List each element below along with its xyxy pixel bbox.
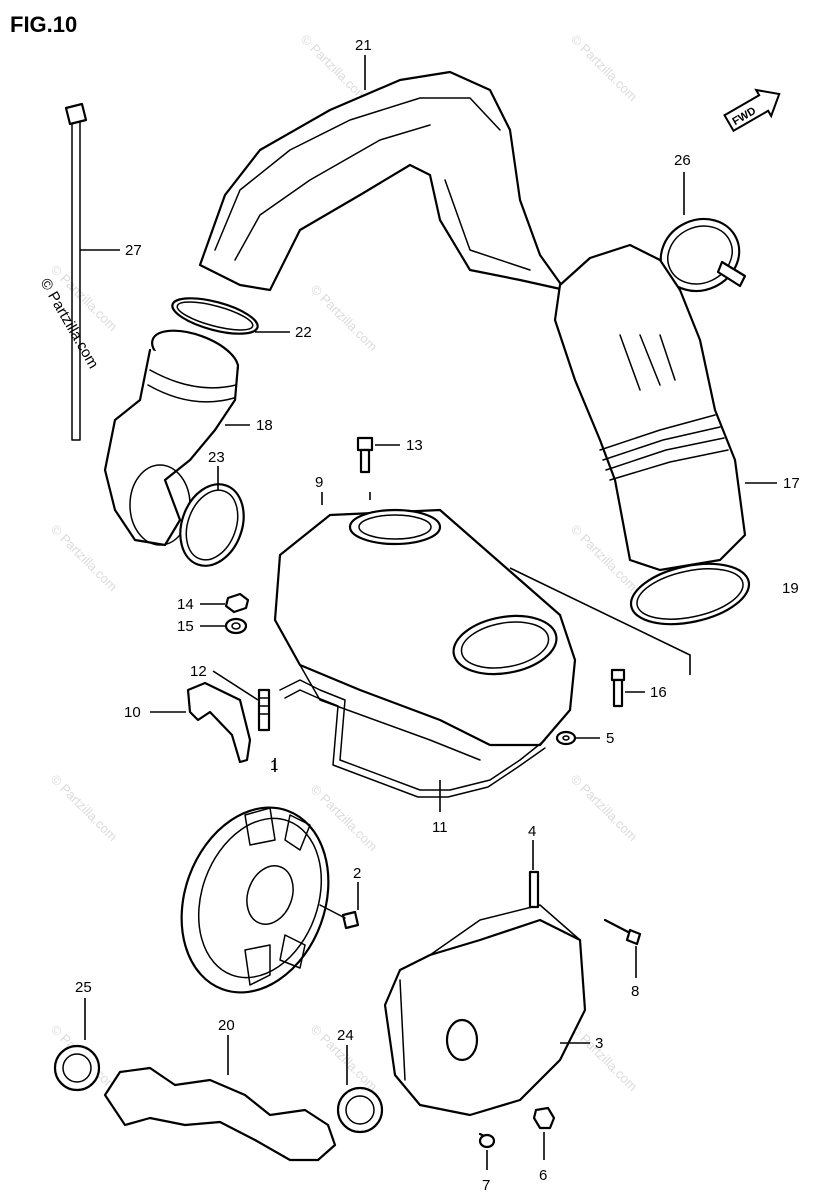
callout-13: 13 xyxy=(406,437,423,454)
bolt-part xyxy=(356,436,374,474)
watermark-text: © Partzilla.com xyxy=(308,282,381,355)
nut-part xyxy=(224,592,250,614)
callout-1: 1 xyxy=(270,757,278,774)
watermark-text: © Partzilla.com xyxy=(568,1022,641,1095)
right-hose-part xyxy=(553,243,747,572)
washer-part xyxy=(224,617,248,635)
bracket-part xyxy=(186,681,252,764)
clamp-ring-part xyxy=(629,562,751,626)
watermark-text: © Partzilla.com xyxy=(48,772,121,845)
stud-part xyxy=(257,688,271,732)
callout-15: 15 xyxy=(177,618,194,635)
watermark-text: © Partzilla.com xyxy=(568,772,641,845)
watermark-text: © Partzilla.com xyxy=(568,32,641,105)
callout-labels: 21 27 26 22 18 23 17 13 9 19 14 15 12 10… xyxy=(75,37,800,1194)
callout-26: 26 xyxy=(674,152,691,169)
callout-16: 16 xyxy=(650,684,667,701)
callout-25: 25 xyxy=(75,979,92,996)
callout-9: 9 xyxy=(315,474,323,491)
clamp-part xyxy=(53,1044,101,1092)
callout-6: 6 xyxy=(539,1167,547,1184)
callout-21: 21 xyxy=(355,37,372,54)
callout-7: 7 xyxy=(482,1177,490,1194)
callout-20: 20 xyxy=(218,1017,235,1034)
fan-cover-part xyxy=(383,904,587,1117)
callout-8: 8 xyxy=(631,983,639,1000)
callout-2: 2 xyxy=(353,865,361,882)
elbow-hose-part xyxy=(103,329,240,547)
clamp-part xyxy=(336,1086,384,1134)
callout-5: 5 xyxy=(606,730,614,747)
callout-12: 12 xyxy=(190,663,207,680)
cooling-fan-part xyxy=(180,806,330,994)
callout-18: 18 xyxy=(256,417,273,434)
callout-27: 27 xyxy=(125,242,142,259)
air-cleaner-case-part xyxy=(273,508,577,761)
intake-duct-part xyxy=(198,70,567,292)
callout-11: 11 xyxy=(432,819,448,836)
nut-part xyxy=(532,1106,556,1130)
callout-17: 17 xyxy=(783,475,800,492)
callout-19: 19 xyxy=(782,580,799,597)
watermark-text: © Partzilla.com xyxy=(48,522,121,595)
callout-10: 10 xyxy=(124,704,141,721)
bolt-part xyxy=(610,668,626,708)
fwd-arrow-icon: FWD xyxy=(723,88,781,133)
screw-part xyxy=(478,1132,496,1149)
bolt-part xyxy=(319,904,360,930)
callout-4: 4 xyxy=(528,823,536,840)
callout-3: 3 xyxy=(595,1035,603,1052)
figure-title: FIG.10 xyxy=(10,12,77,37)
callout-24: 24 xyxy=(337,1027,354,1044)
cable-tie-part xyxy=(64,102,88,441)
leader-lines xyxy=(80,55,777,1170)
hose-part xyxy=(103,1066,337,1162)
clamp-part xyxy=(179,483,245,567)
seal-ring-part xyxy=(171,297,259,335)
callout-23: 23 xyxy=(208,449,225,466)
gasket-part xyxy=(279,679,546,798)
pin-part xyxy=(528,870,540,909)
bolt-part xyxy=(603,918,642,946)
callout-22: 22 xyxy=(295,324,312,341)
callout-14: 14 xyxy=(177,596,194,613)
washer-part xyxy=(555,730,577,746)
